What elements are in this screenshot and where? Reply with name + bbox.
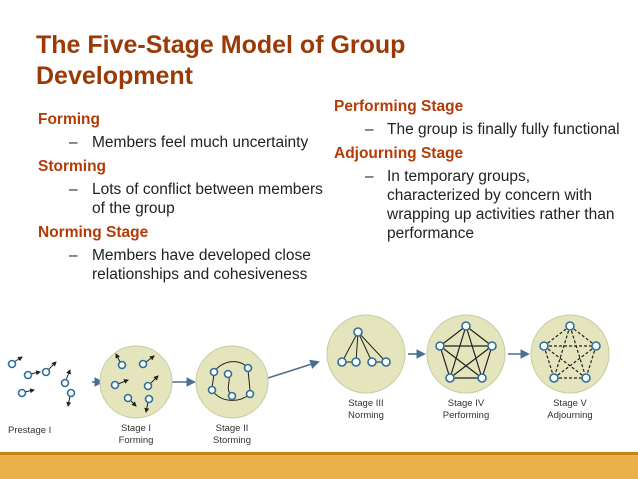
bullet-text: The group is finally fully functional xyxy=(387,121,620,138)
bullet-forming: –Members feel much uncertainty xyxy=(38,133,328,152)
stage-storming-graphic xyxy=(195,345,269,419)
label-stage-5: Stage V xyxy=(553,398,587,409)
stage-norming-graphic xyxy=(326,314,406,394)
label-stage-1: Stage I xyxy=(121,423,151,434)
bullet-text: Members have developed close relationshi… xyxy=(92,247,311,283)
group-development-diagram: Prestage I Stage I Forming Stage II Stor… xyxy=(7,314,610,446)
heading-storming: Storming xyxy=(38,158,107,175)
label-stage-4-name: Performing xyxy=(443,410,489,421)
bullet-storming: –Lots of conflict between members of the… xyxy=(38,180,328,218)
label-stage-5-name: Adjourning xyxy=(547,410,592,421)
bullet-text: In temporary groups, characterized by co… xyxy=(387,168,615,242)
bullet-text: Members feel much uncertainty xyxy=(92,134,309,151)
footer-divider xyxy=(0,452,638,455)
bullet-performing: –The group is finally fully functional xyxy=(334,120,624,139)
stage-adjourning-graphic xyxy=(530,314,610,394)
heading-norming: Norming Stage xyxy=(38,224,149,241)
footer-band xyxy=(0,455,638,479)
label-stage-3: Stage III xyxy=(348,398,383,409)
stage-arrow xyxy=(267,359,320,379)
heading-performing: Performing Stage xyxy=(334,98,464,115)
dash: – xyxy=(69,134,78,151)
dash: – xyxy=(69,247,78,264)
label-prestage: Prestage I xyxy=(8,425,51,436)
stage-performing-graphic xyxy=(426,314,506,394)
slide-title: The Five-Stage Model of Group Developmen… xyxy=(36,31,406,90)
left-column: Forming –Members feel much uncertainty S… xyxy=(38,110,328,289)
label-stage-1-name: Forming xyxy=(119,435,154,446)
dash: – xyxy=(365,168,374,185)
bullet-text: Lots of conflict between members of the … xyxy=(92,181,323,217)
bullet-adjourning: –In temporary groups, characterized by c… xyxy=(334,167,624,243)
label-stage-4: Stage IV xyxy=(448,398,485,409)
prestage-nodes xyxy=(7,356,76,407)
dash: – xyxy=(69,181,78,198)
heading-adjourning: Adjourning Stage xyxy=(334,145,464,162)
label-stage-2-name: Storming xyxy=(213,435,251,446)
stage-forming-graphic xyxy=(99,345,173,419)
right-column: Performing Stage –The group is finally f… xyxy=(334,97,624,248)
bullet-norming: –Members have developed close relationsh… xyxy=(38,246,328,284)
dash: – xyxy=(365,121,374,138)
label-stage-3-name: Norming xyxy=(348,410,384,421)
label-stage-2: Stage II xyxy=(216,423,249,434)
heading-forming: Forming xyxy=(38,111,100,128)
